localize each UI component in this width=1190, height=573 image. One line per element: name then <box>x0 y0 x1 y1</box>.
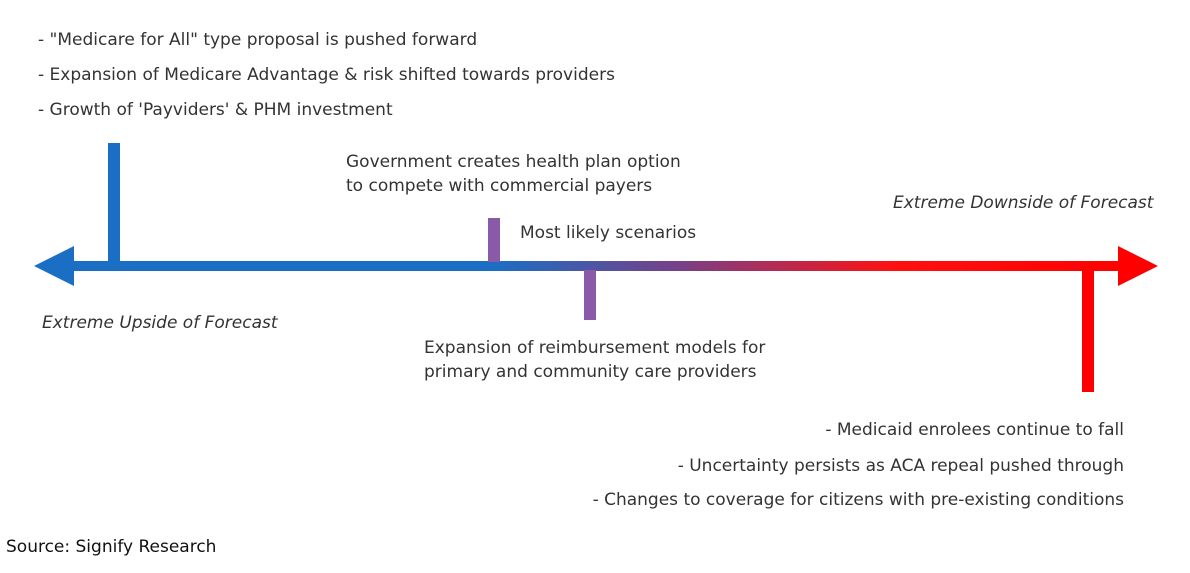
reimbursement-line1: Expansion of reimbursement models for <box>424 338 766 358</box>
downside-bullet-3: - Changes to coverage for citizens with … <box>592 490 1124 510</box>
extreme-upside-label: Extreme Upside of Forecast <box>42 313 278 333</box>
upside-marker <box>108 143 120 266</box>
government-option-line1: Government creates health plan option <box>346 152 681 172</box>
upside-bullet-3: - Growth of 'Payviders' & PHM investment <box>38 100 393 120</box>
upside-bullet-1: - "Medicare for All" type proposal is pu… <box>38 30 478 50</box>
reimbursement-marker <box>584 270 596 320</box>
source-caption: Source: Signify Research <box>6 537 217 557</box>
reimbursement-line2: primary and community care providers <box>424 362 757 382</box>
downside-bullet-1: - Medicaid enrolees continue to fall <box>825 420 1124 440</box>
government-option-marker <box>488 218 500 262</box>
left-arrowhead <box>34 246 74 286</box>
downside-bullet-2: - Uncertainty persists as ACA repeal pus… <box>677 456 1124 476</box>
axis-shaft <box>66 261 1130 271</box>
government-option-line2: to compete with commercial payers <box>346 176 653 196</box>
most-likely-label: Most likely scenarios <box>520 223 697 243</box>
upside-bullet-2: - Expansion of Medicare Advantage & risk… <box>38 65 615 85</box>
extreme-downside-label: Extreme Downside of Forecast <box>893 193 1154 213</box>
downside-marker <box>1082 266 1094 392</box>
right-arrowhead <box>1118 246 1158 286</box>
